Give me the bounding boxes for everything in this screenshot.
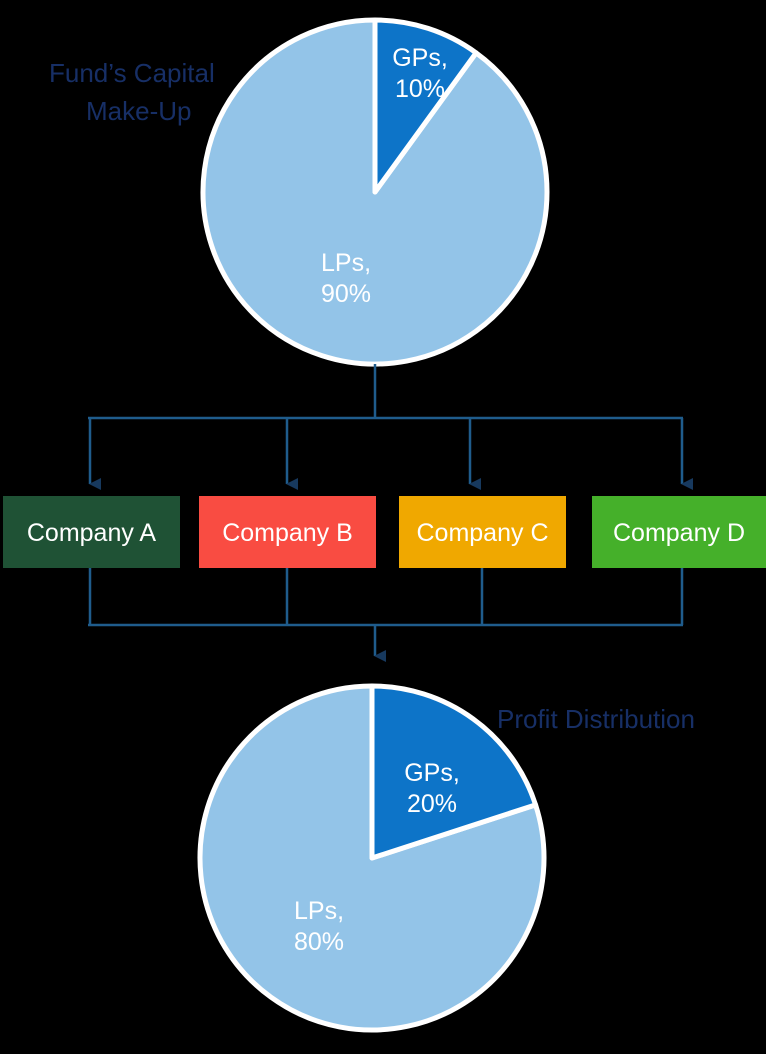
connector-top-group — [88, 364, 693, 490]
pie-label-gps-bottom-value: 20% — [407, 790, 457, 818]
company-boxes-row: Company A Company B Company C Company D — [3, 496, 766, 568]
pie-label-gps-bottom-name: GPs, — [404, 759, 460, 787]
company-box-d-label: Company D — [613, 519, 745, 547]
pie-label-lps-bottom-value: 80% — [294, 928, 344, 956]
bottom-chart-title: Profit Distribution — [497, 704, 695, 734]
chart-profit-distribution: GPs, 20% LPs, 80% — [197, 683, 547, 1033]
pie-slice-gps-bottom[interactable] — [369, 683, 539, 861]
company-box-a[interactable]: Company A — [3, 496, 180, 568]
company-box-b[interactable]: Company B — [199, 496, 376, 568]
company-box-d[interactable]: Company D — [592, 496, 766, 568]
company-box-c-label: Company C — [417, 519, 549, 547]
pie-label-gps-top-name: GPs, — [392, 44, 448, 72]
pie-slice-gps-top[interactable] — [372, 17, 479, 195]
connector-bottom-group — [88, 568, 684, 662]
company-box-a-label: Company A — [27, 519, 157, 547]
pie-label-lps-top-name: LPs, — [321, 249, 371, 277]
pie-label-lps-top-value: 90% — [321, 280, 371, 308]
company-box-c[interactable]: Company C — [399, 496, 566, 568]
company-box-b-label: Company B — [222, 519, 353, 547]
top-chart-title-line1: Fund’s Capital — [49, 58, 215, 88]
top-chart-title-line2: Make-Up — [86, 96, 191, 126]
pie-slice-lps-top[interactable] — [200, 17, 550, 367]
chart-fund-capital-makeup: GPs, 10% LPs, 90% — [200, 17, 550, 367]
pie-label-gps-top-value: 10% — [395, 75, 445, 103]
pie-label-lps-bottom-name: LPs, — [294, 897, 344, 925]
